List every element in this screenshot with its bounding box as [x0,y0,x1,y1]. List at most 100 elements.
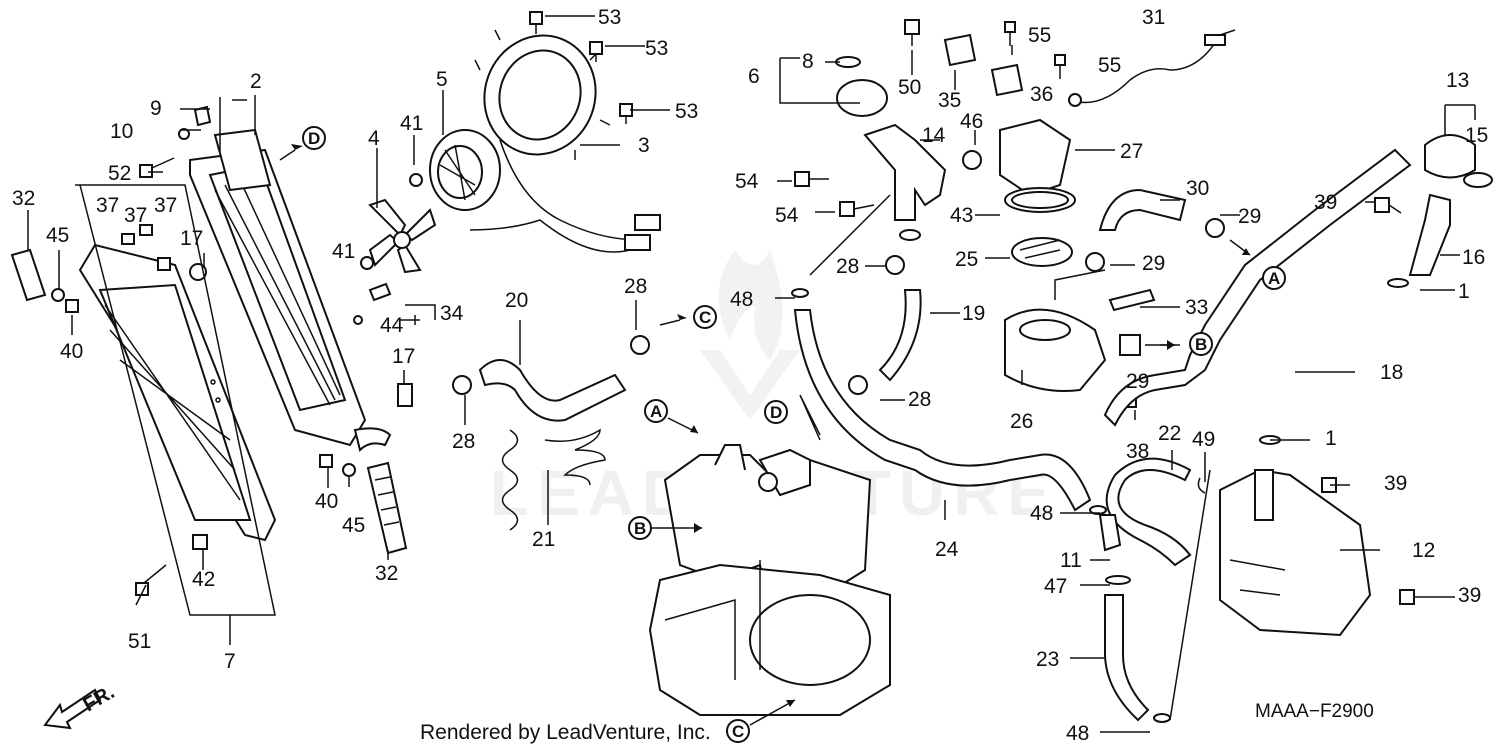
label-55: 55 [1098,54,1121,77]
label-42: 42 [192,568,215,591]
label-39: 39 [1458,584,1481,607]
label-29: 29 [1126,370,1149,393]
radiator-cap [835,56,888,117]
label-44: 44 [380,314,404,337]
label-28: 28 [624,275,647,298]
label-48: 48 [730,288,753,311]
label-53: 53 [598,6,621,29]
label-3: 3 [638,134,650,157]
label-7: 7 [224,650,236,673]
radiator [189,128,392,452]
fan-shroud [469,29,661,253]
part-labels: 53 53 53 2 9 10 5 3 41 4 52 32 37 37 37 … [12,6,1488,745]
label-25: 25 [955,248,978,271]
label-39: 39 [1384,472,1407,495]
label-37: 37 [124,204,147,227]
svg-text:D: D [770,403,782,422]
label-30: 30 [1186,177,1209,200]
label-16: 16 [1462,246,1485,269]
label-51: 51 [128,630,151,653]
label-22: 22 [1158,422,1181,445]
callout-d: D [279,126,326,161]
callout-a-engine: A [644,399,699,434]
fan-blades [368,198,437,274]
label-55: 55 [1028,24,1051,47]
label-40: 40 [315,490,338,513]
label-29: 29 [1238,205,1261,228]
label-1: 1 [1458,280,1470,303]
label-5: 5 [436,68,448,91]
water-pipe [863,123,947,241]
diagram-code: MAAA−F2900 [1255,701,1374,722]
label-38: 38 [1126,440,1149,463]
label-37: 37 [96,194,119,217]
label-29: 29 [1142,252,1165,275]
label-32: 32 [375,562,398,585]
label-32: 32 [12,187,35,210]
label-9: 9 [150,97,162,120]
label-50: 50 [898,76,921,99]
label-20: 20 [505,289,528,312]
label-52: 52 [108,162,131,185]
label-54: 54 [735,170,759,193]
label-21: 21 [532,528,555,551]
label-41: 41 [332,240,355,263]
rendered-by-text: Rendered by LeadVenture, Inc. [420,721,711,744]
label-40: 40 [60,340,83,363]
label-53: 53 [645,37,668,60]
svg-text:C: C [732,722,744,741]
hoses [478,148,1412,722]
thermostat-case [1004,308,1107,392]
label-1: 1 [1325,427,1337,450]
reserve-tank [1219,134,1493,637]
svg-text:B: B [1195,335,1207,354]
label-14: 14 [922,124,946,147]
label-39: 39 [1314,191,1337,214]
label-48: 48 [1066,722,1089,745]
label-31: 31 [1142,6,1165,29]
engine [648,444,891,716]
wire-harness [1068,29,1236,107]
label-23: 23 [1036,648,1059,671]
label-53: 53 [675,100,698,123]
callouts: D C A B A D B [279,126,1286,743]
label-8: 8 [802,50,814,73]
label-17: 17 [392,345,415,368]
label-13: 13 [1446,69,1469,92]
label-36: 36 [1030,83,1053,106]
callout-b: B [1145,332,1213,356]
label-33: 33 [1185,296,1208,319]
callout-b-engine: B [628,516,702,540]
label-49: 49 [1192,428,1215,451]
label-54: 54 [775,204,799,227]
label-45: 45 [342,514,365,537]
label-43: 43 [950,204,973,227]
label-47: 47 [1044,575,1067,598]
label-34: 34 [440,302,464,325]
label-45: 45 [46,224,69,247]
label-28: 28 [836,255,859,278]
fan-motor [429,129,501,211]
label-27: 27 [1120,140,1143,163]
label-41: 41 [400,112,423,135]
leader-lines [27,15,1476,733]
front-arrow: FR. [43,681,119,730]
callout-a: A [1229,239,1286,290]
fasteners [10,11,1415,723]
label-2: 2 [250,70,262,93]
label-24: 24 [935,538,959,561]
callout-d-engine: D [764,400,788,424]
label-17: 17 [180,227,203,250]
svg-text:C: C [699,308,711,327]
label-28: 28 [908,388,931,411]
label-11: 11 [1060,549,1082,572]
label-12: 12 [1412,539,1435,562]
svg-text:D: D [308,129,320,148]
front-label: FR. [80,681,119,716]
svg-text:B: B [634,519,646,538]
label-19: 19 [962,302,985,325]
label-46: 46 [960,110,983,133]
label-18: 18 [1380,361,1403,384]
label-6: 6 [748,65,760,88]
